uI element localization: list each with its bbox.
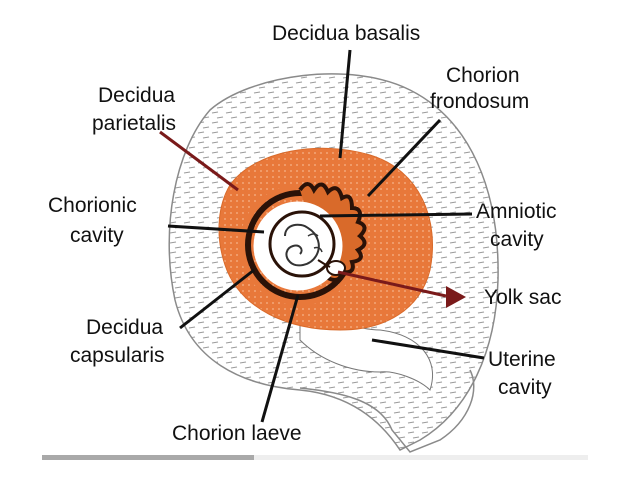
label-decidua-basalis: Decidua basalis [272,22,420,45]
label-amniotic-cavity-line2: cavity [490,228,544,251]
leader-amniotic-cavity [319,212,473,218]
label-decidua-parietalis-line1: Decidua [98,84,175,107]
vitelline-stalk [317,259,331,268]
slide-progress-track [42,455,588,460]
leader-decidua-parietalis [159,130,239,192]
label-uterine-cavity-line2: cavity [498,376,552,399]
label-decidua-capsularis-line2: capsularis [70,344,165,367]
label-uterine-cavity: Uterine cavity [488,348,562,399]
leader-chorion-frondosum [366,118,442,198]
label-chorionic-cavity-line2: cavity [70,224,124,247]
label-chorionic-cavity-line1: Chorionic [48,194,137,217]
label-chorion-frondosum-line2: frondosum [430,90,529,113]
label-decidua-capsularis: Decidua capsularis [70,316,169,367]
leader-uterine-cavity [371,338,485,360]
label-amniotic-cavity: Amniotic cavity [476,200,562,251]
label-yolk-sac: Yolk sac [484,286,561,309]
leader-chorion-laeve [260,294,300,423]
arrow-right-icon [446,286,466,308]
label-chorion-frondosum: Chorion frondosum [430,64,529,113]
label-decidua-parietalis: Decidua parietalis [92,84,181,135]
label-chorion-laeve: Chorion laeve [172,422,302,445]
leader-decidua-basalis [338,49,352,159]
leader-decidua-capsularis [179,268,255,330]
label-amniotic-cavity-line1: Amniotic [476,200,557,223]
cervix [299,369,475,453]
label-uterine-cavity-line1: Uterine [488,348,556,371]
label-chorionic-cavity: Chorionic cavity [48,194,143,247]
leader-yolk-sac [337,270,447,298]
label-chorion-frondosum-line1: Chorion [446,64,520,87]
embryo-limb-buds [307,233,323,253]
label-decidua-capsularis-line1: Decidua [86,316,163,339]
label-decidua-parietalis-line2: parietalis [92,112,176,135]
slide-progress-thumb [42,455,254,460]
leader-chorionic-cavity [167,224,265,234]
